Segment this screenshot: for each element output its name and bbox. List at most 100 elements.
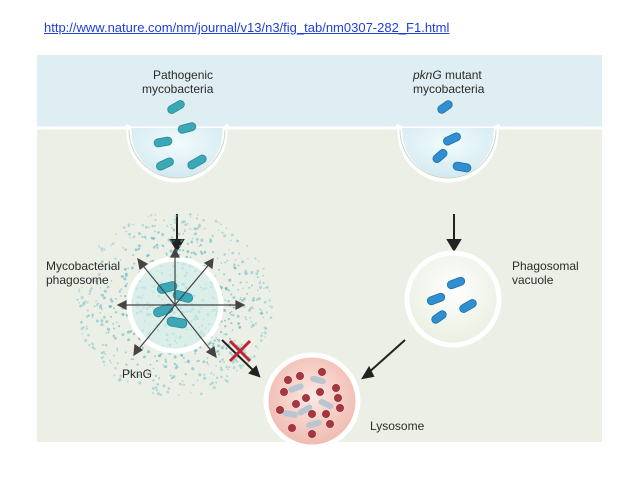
pkng-dot [172,375,176,379]
pkng-dot [181,380,184,382]
degraded-bacterium [297,404,313,416]
pathogenic-uptake-cup [129,128,225,180]
pkng-dot [143,235,147,239]
pkng-dot [127,225,130,228]
pkng-dot [102,355,105,358]
pkng-dot [246,244,249,247]
pkng-dot [146,350,151,354]
lysosomal-enzyme-dot [336,404,344,412]
pkng-dot [112,334,116,338]
pkng-dot [156,246,159,249]
pkng-dot [120,295,122,297]
pkng-dot [98,305,103,309]
pkng-dot [114,367,117,370]
pkng-dot [226,375,229,378]
pkng-dot [262,281,265,285]
pkng-dot [94,279,98,283]
pkng-dot [224,286,228,290]
pkng-dot [219,360,222,363]
pkng-dot [100,323,104,327]
pkng-dot [129,236,132,239]
pkng-dot [211,250,215,254]
pkng-dot [123,277,127,281]
pkng-dot [230,293,233,296]
pkng-dot [260,310,263,312]
pkng-dot [194,253,197,256]
lysosomal-enzyme-dot [316,388,324,396]
pkng-dot [91,316,94,319]
pkng-dot [114,257,117,260]
pkng-dot [183,228,186,231]
pkng-dot [260,312,263,315]
pkng-dot [224,325,227,328]
pkng-dot [230,313,233,316]
pkng-dot [97,302,99,305]
pkng-dot [150,371,152,374]
pkng-dot [127,267,129,269]
pkng-dot [245,281,248,284]
pkng-dot [223,234,227,238]
pkng-dot [194,349,198,353]
pkng-dot [80,327,84,331]
pkng-dot [238,252,241,255]
pkng-dot [195,238,199,241]
pkng-dot [190,391,192,394]
pkng-dot [252,355,256,359]
pkng-dot [211,344,215,347]
pkng-dot [150,236,153,240]
pkng-dot [139,233,142,235]
pkng-dot [85,315,89,318]
pkng-dot [153,355,156,358]
pkng-dot [225,365,228,369]
pkng-dot [180,239,183,243]
pkng-dot [169,249,173,253]
degraded-bacterium [318,398,334,410]
pkng-dot [227,289,230,292]
pkng-dot [91,313,95,317]
pkng-dot [155,389,159,392]
pkng-dot [264,336,267,339]
pkng-dot [203,376,207,380]
pkng-dot [265,327,268,330]
arrow-uptake-right [446,214,462,252]
pkng-dot [122,247,125,249]
pkng-dot [256,347,259,349]
pkng-dot [254,345,258,348]
pkng-dot [170,381,172,384]
pkng-dot [182,357,185,359]
pkng-dot [244,269,248,273]
pkng-dot [106,327,110,331]
pkng-dot [84,299,87,302]
source-url-link[interactable]: http://www.nature.com/nm/journal/v13/n3/… [44,20,450,35]
lysosomal-enzyme-dot [308,410,316,418]
fusion-arrow [360,339,406,380]
pkng-dot [234,259,237,261]
pkng-dot [96,304,98,307]
pkng-dot [132,332,136,336]
pkng-dot [233,340,236,343]
pkng-dot [78,301,81,304]
pkng-dot [240,343,243,346]
pkng-dot [223,273,226,276]
pkng-dot [270,316,273,318]
pkng-dot [196,379,199,382]
pkng-dot [111,242,115,245]
pkng-dot [225,333,228,336]
pkng-dot [263,287,265,290]
pkng-dot [157,377,161,380]
pkng-dot [260,312,264,315]
pkng-dot [104,343,108,347]
lysosomal-enzyme-dot [296,372,304,380]
pkng-dot [104,268,108,271]
pkng-dot [241,260,245,264]
pkng-dot [244,316,247,319]
pkng-dot [82,326,85,329]
pkng-dot [158,354,161,358]
pkng-dot [246,292,249,295]
pkng-dot [186,250,190,254]
pkng-dot [258,308,262,311]
pkng-dot [250,326,253,329]
pkng-dot [137,373,141,377]
pkng-dot [80,321,83,324]
